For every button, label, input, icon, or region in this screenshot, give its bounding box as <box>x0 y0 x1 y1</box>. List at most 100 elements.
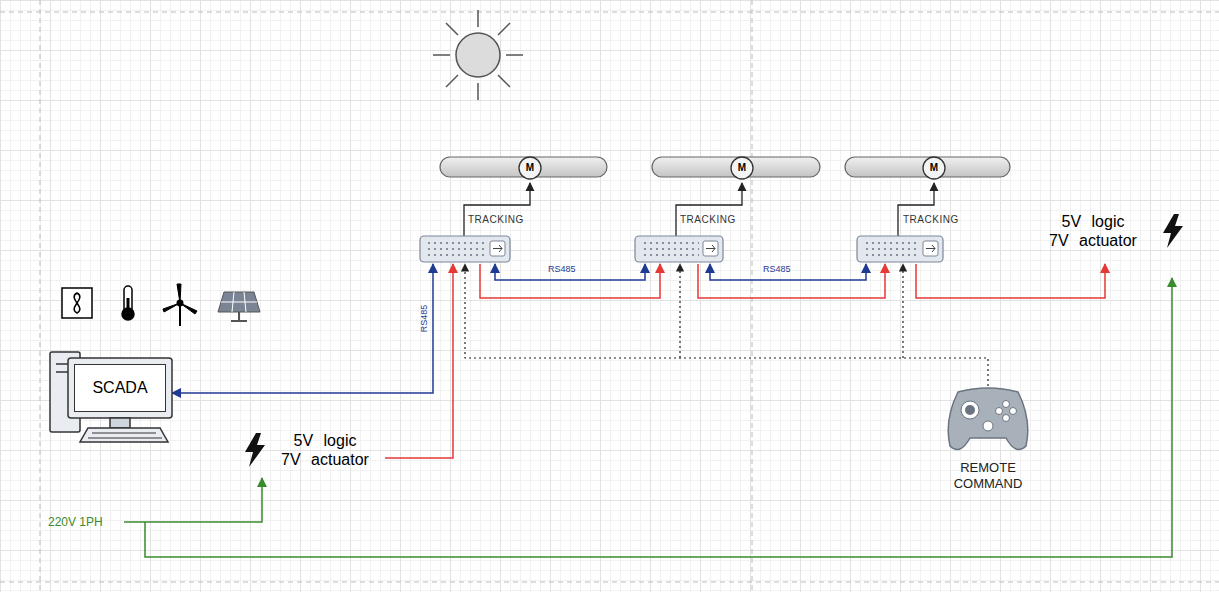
tracker-controller <box>857 236 943 262</box>
gamepad-icon <box>996 408 1003 415</box>
bus-label: RS485 <box>763 264 791 275</box>
sun-icon <box>446 75 458 87</box>
sun-icon <box>456 33 500 77</box>
motor-circle <box>519 157 541 179</box>
motor-circle <box>731 157 753 179</box>
motor-circle: M <box>922 156 946 180</box>
tracking-line <box>676 183 742 236</box>
power-wire <box>698 264 885 298</box>
motor-label: M <box>518 156 542 180</box>
scada-label: SCADA <box>92 379 147 397</box>
power-wire <box>480 264 660 298</box>
anemometer-icon <box>74 293 80 313</box>
lightning-icon <box>242 433 268 467</box>
gamepad-icon <box>948 388 1028 450</box>
tracker-controller <box>706 245 715 252</box>
sun-icon <box>498 75 510 87</box>
tracker-controller <box>703 241 718 256</box>
computer-icon <box>88 433 162 438</box>
gamepad-icon <box>1003 415 1010 422</box>
sun-icon <box>433 54 450 56</box>
computer-icon <box>68 358 172 418</box>
wind-turbine-icon <box>178 301 183 306</box>
lightning-icon <box>1160 214 1186 248</box>
bus-label: RS485 <box>548 264 576 275</box>
rs485-wire <box>172 264 433 393</box>
mains-wire <box>145 278 1172 557</box>
supply-label: 5V logic 7V actuator <box>1048 212 1138 250</box>
solar-panel-icon <box>221 292 257 312</box>
computer-icon <box>80 428 168 442</box>
tracker-controller <box>923 241 938 256</box>
tracking-line <box>464 183 530 236</box>
tracker-controller <box>857 236 943 262</box>
motor-label: M <box>730 156 754 180</box>
lightning-icon <box>1163 214 1183 248</box>
tracking-line <box>898 183 934 236</box>
power-wire <box>385 264 1105 458</box>
bus-label: RS485 <box>420 304 431 332</box>
remote-wire <box>679 264 680 358</box>
gamepad-icon <box>983 421 993 431</box>
page-guides <box>40 0 41 592</box>
tracking-label: TRACKING <box>903 214 959 226</box>
motor-circle <box>923 157 945 179</box>
tracker-controller <box>420 236 510 262</box>
tracker-controller <box>635 236 723 262</box>
sun-icon <box>446 23 458 35</box>
mains-wire <box>124 478 262 522</box>
gamepad-icon <box>961 401 979 419</box>
thermometer-icon <box>122 286 134 320</box>
sun-icon <box>506 54 523 56</box>
tracker-controller <box>426 240 486 258</box>
tracker-controller <box>490 241 505 256</box>
solar-panel-icon <box>218 292 260 312</box>
tracker-controller <box>635 236 723 262</box>
page-guides <box>0 582 1219 583</box>
supply-label: 5V logic 7V actuator <box>280 431 370 469</box>
sun-icon <box>433 10 523 100</box>
tracker-controller <box>641 240 699 258</box>
wind-turbine-icon <box>163 284 197 326</box>
power-wire <box>916 264 1105 298</box>
anemometer-icon <box>62 288 92 318</box>
page-guides <box>0 12 1219 13</box>
gamepad-icon <box>1003 401 1010 408</box>
power-wire <box>385 264 453 458</box>
tracker-controller <box>493 245 502 252</box>
gamepad-icon <box>1010 408 1017 415</box>
lightning-icon <box>245 433 265 467</box>
power-supply: 5V logic 7V actuator <box>242 431 370 469</box>
sun-icon <box>477 10 479 27</box>
remote-label: REMOTE COMMAND <box>953 460 1024 492</box>
motor-circle: M <box>518 156 542 180</box>
tracking-line <box>464 183 934 236</box>
tracker-controller <box>420 236 943 262</box>
motor-label: M <box>922 156 946 180</box>
sun-icon <box>498 23 510 35</box>
tracker-controller <box>926 245 935 252</box>
computer-icon <box>110 418 130 428</box>
mains-label: 220V 1PH <box>48 515 103 529</box>
anemometer-icon <box>62 288 92 318</box>
rs485-wire <box>495 264 645 280</box>
mains-wire <box>124 278 1172 557</box>
remote-wire <box>465 264 988 386</box>
page-guides <box>752 0 753 592</box>
tracker-controller <box>863 240 919 258</box>
tracker-controller <box>420 236 510 262</box>
scada-screen: SCADA <box>74 364 166 412</box>
motor-circle: M <box>730 156 754 180</box>
gamepad-icon <box>965 405 975 415</box>
rs485-wire <box>710 264 866 280</box>
thermometer-icon <box>127 298 130 310</box>
remote-command: REMOTE COMMAND <box>938 386 1038 492</box>
solar-panel-icon <box>231 312 247 321</box>
solar-panel-icon <box>218 292 260 321</box>
tracking-label: TRACKING <box>468 214 524 226</box>
sun-icon <box>477 83 479 100</box>
remote-wire <box>465 264 988 386</box>
tracking-label: TRACKING <box>680 214 736 226</box>
